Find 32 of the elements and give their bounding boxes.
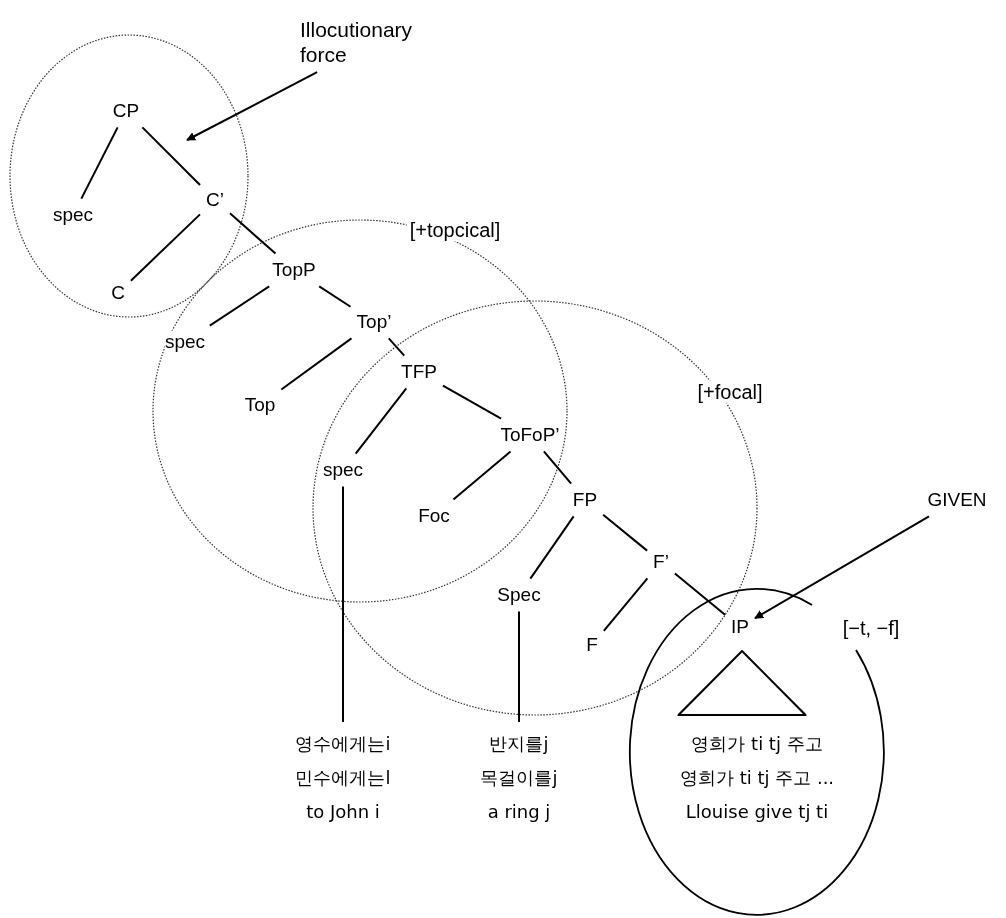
tree-branch bbox=[141, 126, 201, 186]
tree-branch bbox=[354, 387, 408, 455]
tree-branch bbox=[602, 513, 649, 552]
tree-branch bbox=[542, 450, 573, 485]
gloss-text: Llouise give tj ti bbox=[684, 800, 830, 824]
tree-branch bbox=[208, 285, 271, 327]
tree-label: spec bbox=[164, 330, 206, 354]
tree-branch bbox=[602, 577, 649, 632]
tree-branch bbox=[80, 126, 119, 200]
tree-branch bbox=[529, 515, 575, 580]
gloss-text: 영수에게는i bbox=[295, 732, 391, 756]
tree-branch bbox=[129, 213, 201, 282]
tree-branch bbox=[452, 450, 512, 501]
tree-branch bbox=[387, 337, 406, 357]
feature-label: [−t, −f] bbox=[841, 616, 901, 640]
arrow bbox=[186, 71, 319, 141]
triangle-symbol bbox=[677, 650, 807, 716]
arrow bbox=[754, 515, 930, 620]
tree-branch bbox=[318, 285, 352, 308]
gloss-text: 민수에게는l bbox=[295, 766, 391, 790]
gloss-text: a ring j bbox=[486, 800, 552, 824]
gloss-text: 목걸이를j bbox=[480, 766, 558, 790]
leader-line bbox=[342, 485, 344, 723]
gloss-text: 영희가 ti tj 주고 ... bbox=[679, 766, 835, 790]
tree-branch bbox=[441, 384, 503, 420]
gloss-text: to John i bbox=[305, 800, 381, 824]
gloss-text: 반지를j bbox=[488, 732, 550, 756]
tree-branch bbox=[280, 337, 353, 391]
tree-branch bbox=[673, 572, 726, 616]
leader-line bbox=[518, 610, 520, 723]
gloss-text: 영희가 ti tj 주고 bbox=[690, 732, 824, 756]
tree-branch bbox=[229, 212, 277, 255]
